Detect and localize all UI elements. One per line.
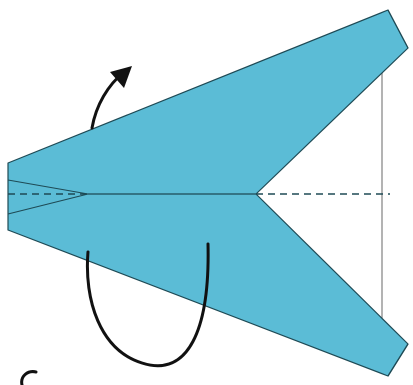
paper-shape	[7, 9, 409, 377]
wing-edge-bottom	[387, 343, 409, 377]
partial-symbol-icon	[20, 370, 38, 385]
nose-crease-upper	[7, 179, 89, 195]
fold-behind-arrow	[85, 242, 210, 368]
wing-edge-top	[387, 9, 409, 49]
nose-crease-lower	[7, 193, 89, 215]
turn-over-arrowhead	[110, 66, 132, 88]
